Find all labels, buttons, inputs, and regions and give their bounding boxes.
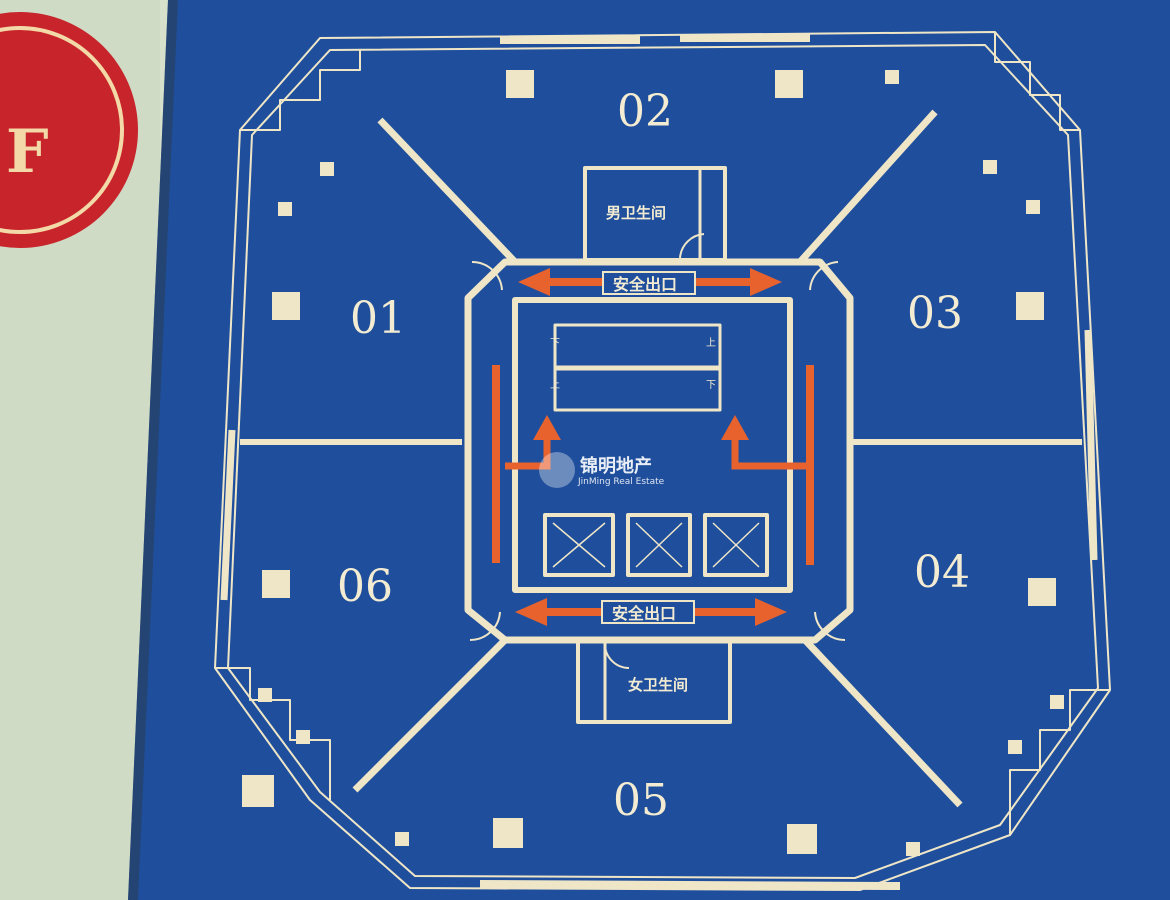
window-strip-right bbox=[1084, 329, 1098, 561]
exit-arrow-bottom-left-head bbox=[515, 598, 547, 626]
exit-arrow-right-path bbox=[731, 435, 806, 470]
plan-lines bbox=[214, 31, 1111, 891]
exit-arrow-top-right-head bbox=[750, 268, 782, 296]
column-small bbox=[1026, 200, 1040, 214]
window-strip-left bbox=[220, 429, 236, 601]
corner-steps-tl bbox=[240, 50, 361, 131]
watermark: 锦明地产 JinMing Real Estate bbox=[539, 452, 665, 488]
floor-badge: F bbox=[0, 12, 138, 248]
floor-badge-ring bbox=[0, 26, 124, 234]
elevator-1 bbox=[543, 513, 615, 577]
stair-mark-up-left: 上 bbox=[550, 379, 560, 391]
window-strip-bottom bbox=[479, 880, 901, 890]
exit-label-bottom: 安全出口 bbox=[612, 604, 676, 623]
building-outline-inner bbox=[227, 44, 1099, 879]
elevator-3 bbox=[703, 513, 769, 577]
partition-01-02 bbox=[377, 117, 518, 265]
stair-mark-down-left: 下 bbox=[550, 338, 560, 349]
column bbox=[775, 70, 803, 98]
elevator-3-cross bbox=[712, 522, 760, 568]
womens-restroom-outline bbox=[576, 638, 732, 724]
column-small bbox=[983, 160, 997, 174]
elevator-2-cross bbox=[635, 522, 683, 568]
building-outline-outer bbox=[214, 31, 1111, 891]
column-small bbox=[258, 688, 272, 702]
mens-restroom-outline bbox=[583, 166, 727, 262]
column bbox=[493, 818, 523, 848]
exit-arrow-right-bar bbox=[806, 365, 814, 565]
door-arc-core-bl bbox=[469, 611, 501, 642]
unit-label-03: 03 bbox=[907, 288, 963, 339]
exit-arrow-left-bar bbox=[492, 365, 500, 563]
column bbox=[1028, 578, 1056, 606]
door-arc-womens bbox=[604, 643, 630, 669]
womens-restroom-label: 女卫生间 bbox=[628, 676, 688, 694]
exit-label-bottom-box bbox=[601, 600, 695, 624]
elevator-2 bbox=[626, 513, 692, 577]
column-small bbox=[395, 832, 409, 846]
elevator-1-cross bbox=[552, 522, 606, 568]
corner-steps-tr bbox=[994, 32, 1080, 131]
column bbox=[262, 570, 290, 598]
column-small bbox=[1050, 695, 1064, 709]
columns bbox=[242, 70, 1064, 856]
exit-arrow-bottom-right-head bbox=[755, 598, 787, 626]
watermark-name: 锦明地产 bbox=[580, 455, 652, 477]
exit-arrow-left-path bbox=[505, 435, 551, 470]
column-small bbox=[1008, 740, 1022, 754]
unit-label-01: 01 bbox=[350, 293, 406, 344]
unit-label-06: 06 bbox=[337, 561, 393, 612]
unit-label-05: 05 bbox=[613, 775, 669, 826]
floor-plan-board bbox=[128, 0, 1170, 900]
core-perimeter bbox=[464, 258, 854, 644]
exit-arrow-top-left-head bbox=[518, 268, 550, 296]
column bbox=[1016, 292, 1044, 320]
partition-02-03 bbox=[797, 109, 938, 265]
column bbox=[242, 775, 274, 807]
partition-05-04 bbox=[802, 637, 963, 808]
floor-badge-letter: F bbox=[6, 117, 49, 187]
door-arc-core-tl bbox=[471, 260, 503, 291]
stair-mark-up-right: 上 bbox=[706, 337, 716, 349]
door-arc-mens bbox=[679, 233, 705, 259]
corner-steps-bl bbox=[215, 667, 331, 800]
door-arc-core-br bbox=[814, 611, 846, 642]
column-small bbox=[906, 842, 920, 856]
core-inner bbox=[512, 297, 793, 593]
column-small bbox=[278, 202, 292, 216]
stair-mark-down-right: 下 bbox=[706, 380, 716, 391]
column bbox=[506, 70, 534, 98]
column bbox=[787, 824, 817, 854]
exit-arrow-left-up-head bbox=[533, 415, 561, 440]
corner-steps-br bbox=[1009, 689, 1110, 835]
mens-restroom-label: 男卫生间 bbox=[606, 204, 666, 222]
column bbox=[272, 292, 300, 320]
unit-label-02: 02 bbox=[617, 86, 673, 137]
door-arc-core-tr bbox=[809, 261, 839, 291]
exit-label-top: 安全出口 bbox=[613, 275, 677, 294]
partition-06-05 bbox=[352, 637, 508, 793]
unit-label-04: 04 bbox=[914, 547, 970, 598]
exit-arrow-right-up-head bbox=[721, 415, 749, 440]
watermark-sub: JinMing Real Estate bbox=[577, 477, 665, 487]
column-small bbox=[320, 162, 334, 176]
column-small bbox=[885, 70, 899, 84]
exit-label-top-box bbox=[602, 271, 696, 295]
column-small bbox=[296, 730, 310, 744]
watermark-logo bbox=[539, 452, 575, 488]
board-edge bbox=[128, 0, 178, 900]
